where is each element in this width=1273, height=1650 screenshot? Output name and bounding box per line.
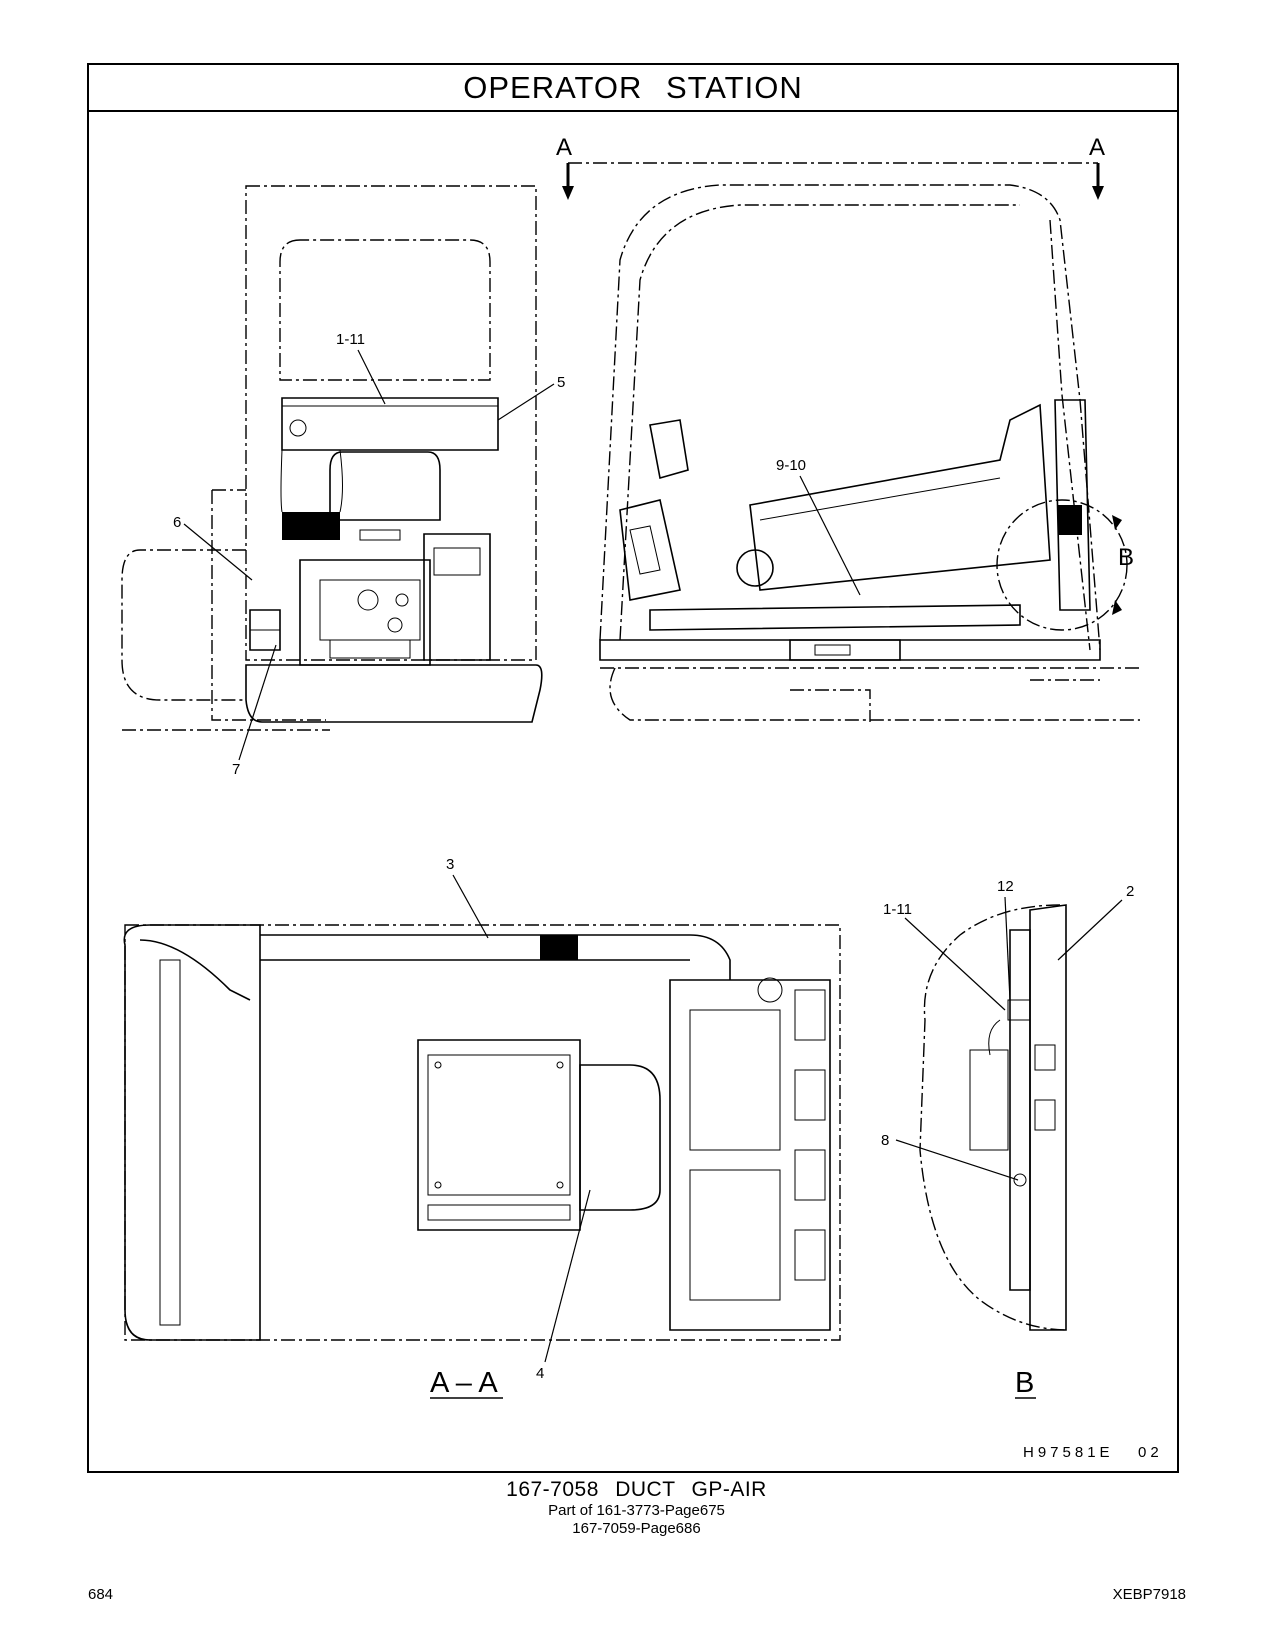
section-marker-a-right: A	[1089, 134, 1105, 161]
callout-7: 7	[232, 761, 240, 778]
callout-1-11-detail: 1-11	[883, 901, 912, 918]
callout-6: 6	[173, 514, 181, 531]
callout-5: 5	[557, 374, 565, 391]
page-title: OPERATOR STATION	[89, 65, 1177, 112]
drawing-code: H97581E 02	[1023, 1444, 1163, 1461]
section-label-a-a: A – A	[430, 1367, 498, 1399]
callout-9-10: 9-10	[776, 457, 806, 474]
document-code: XEBP7918	[1112, 1586, 1186, 1603]
callout-3: 3	[446, 856, 454, 873]
callout-12: 12	[997, 878, 1014, 895]
callout-4: 4	[536, 1365, 544, 1382]
part-reference-2: 167-7059-Page686	[572, 1520, 701, 1537]
section-label-b: B	[1015, 1367, 1034, 1399]
section-a-a-view	[123, 924, 841, 1341]
callout-8: 8	[881, 1132, 889, 1149]
detail-b-view	[919, 904, 1069, 1331]
side-view-cab	[562, 162, 1140, 722]
detail-marker-b: B	[1118, 544, 1134, 571]
rear-view-cab	[121, 185, 543, 731]
part-title: 167-7058 DUCT GP-AIR	[506, 1478, 767, 1501]
drawing-frame: OPERATOR STATION	[87, 63, 1179, 1473]
callout-1-11-top: 1-11	[336, 331, 365, 348]
page-number: 684	[88, 1586, 114, 1603]
part-reference-1: Part of 161-3773-Page675	[548, 1502, 725, 1519]
callout-2: 2	[1126, 883, 1134, 900]
section-marker-a-left: A	[556, 134, 572, 161]
